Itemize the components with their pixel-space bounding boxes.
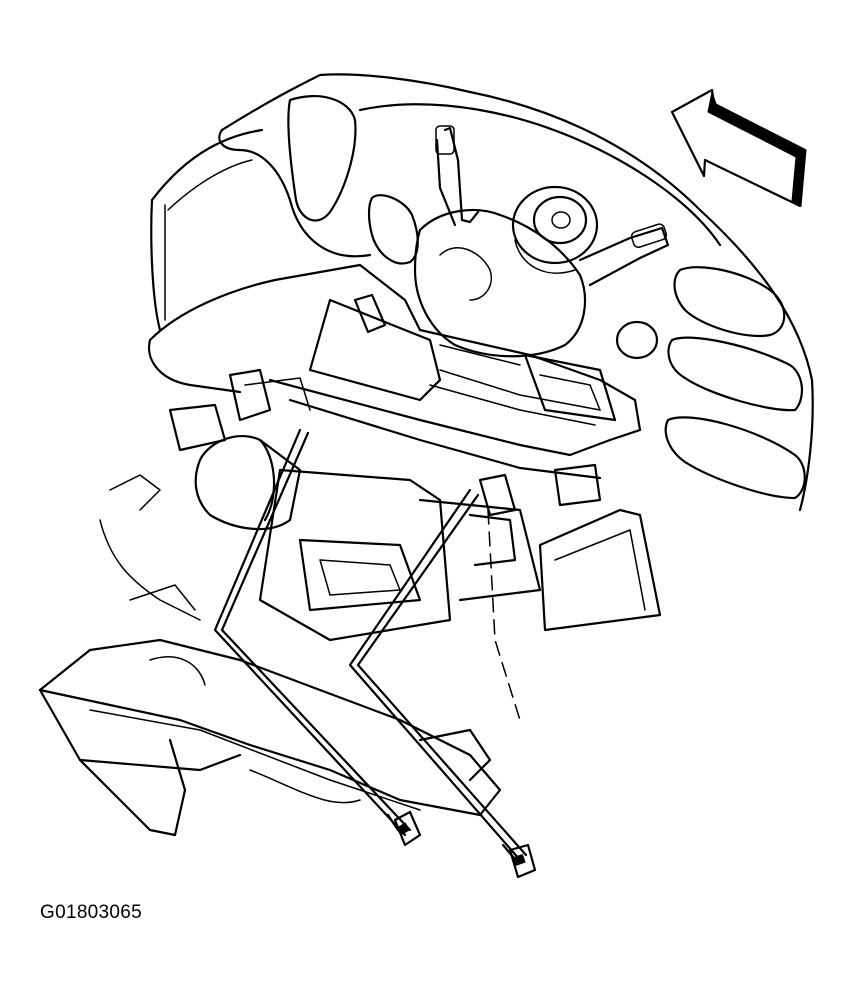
direction-arrow-icon (670, 88, 807, 208)
ignition-switch (511, 185, 599, 274)
mounting-bolt-left (386, 810, 422, 847)
instrument-panel (150, 73, 814, 512)
leader-lines (213, 428, 528, 862)
module-bracket (147, 263, 642, 517)
side-panel (538, 508, 662, 632)
lower-housing (258, 468, 542, 642)
steering-column (413, 125, 670, 358)
figure-id-label: G01803065 (40, 902, 143, 923)
mounting-bolt-right (501, 843, 537, 879)
knee-bolster-panel (38, 474, 502, 837)
lower-column (194, 435, 302, 531)
